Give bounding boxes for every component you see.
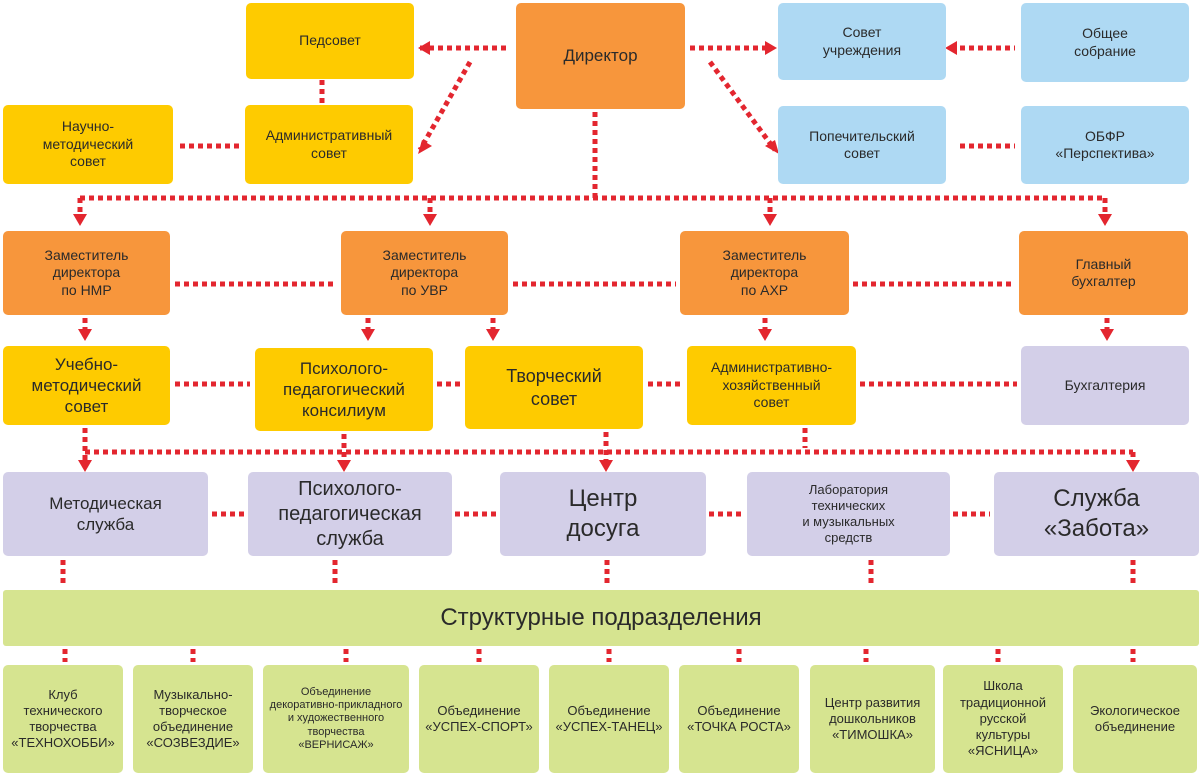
administrative-council-box[interactable]: Административный совет [245, 105, 413, 184]
arrowhead [337, 460, 351, 472]
unit-sozvezdie[interactable]: Музыкально- творческое объединение «СОЗВ… [133, 665, 253, 773]
arrowhead [486, 329, 500, 341]
arrowhead [73, 214, 87, 226]
deputy-ahr-box[interactable]: Заместитель директора по АХР [680, 231, 849, 315]
admin-economic-council-box[interactable]: Административно- хозяйственный совет [687, 346, 856, 425]
laboratory-box[interactable]: Лаборатория технических и музыкальных ср… [747, 472, 950, 556]
creative-council-box[interactable]: Творческий совет [465, 346, 643, 429]
unit-uspeh-sport[interactable]: Объединение «УСПЕХ-СПОРТ» [419, 665, 539, 773]
connector-line [707, 60, 778, 152]
arrowhead [758, 329, 772, 341]
obfr-perspektiva-box[interactable]: ОБФР «Перспектива» [1021, 106, 1189, 184]
arrowhead [765, 140, 779, 154]
arrowhead [418, 41, 430, 55]
arrowhead [765, 41, 777, 55]
accounting-box[interactable]: Бухгалтерия [1021, 346, 1189, 425]
care-service-box[interactable]: Служба «Забота» [994, 472, 1199, 556]
institution-council-box[interactable]: Совет учреждения [778, 3, 946, 80]
arrowhead [945, 41, 957, 55]
educational-methodical-council-box[interactable]: Учебно- методический совет [3, 346, 170, 425]
scientific-methodical-council-box[interactable]: Научно- методический совет [3, 105, 173, 184]
unit-yasnitsa[interactable]: Школа традиционной русской культуры «ЯСН… [943, 665, 1063, 773]
unit-vernisazh[interactable]: Объединение декоративно-прикладного и ху… [263, 665, 409, 773]
unit-tochka-rosta[interactable]: Объединение «ТОЧКА РОСТА» [679, 665, 799, 773]
arrowhead [1098, 214, 1112, 226]
psych-ped-consilium-box[interactable]: Психолого- педагогический консилиум [255, 348, 433, 431]
unit-timoshka[interactable]: Центр развития дошкольников «ТИМОШКА» [810, 665, 935, 773]
pedsovet-box[interactable]: Педсовет [246, 3, 414, 79]
unit-uspeh-tanets[interactable]: Объединение «УСПЕХ-ТАНЕЦ» [549, 665, 669, 773]
psych-ped-service-box[interactable]: Психолого- педагогическая служба [248, 472, 452, 556]
methodical-service-box[interactable]: Методическая служба [3, 472, 208, 556]
arrowhead [78, 329, 92, 341]
general-meeting-box[interactable]: Общее собрание [1021, 3, 1189, 82]
structural-units-banner: Структурные подразделения [3, 590, 1199, 646]
chief-accountant-box[interactable]: Главный бухгалтер [1019, 231, 1188, 315]
unit-technohobby[interactable]: Клуб технического творчества «ТЕХНОХОББИ… [3, 665, 123, 773]
arrowhead [78, 460, 92, 472]
director-box[interactable]: Директор [516, 3, 685, 109]
board-of-trustees-box[interactable]: Попечительский совет [778, 106, 946, 184]
arrowhead [418, 140, 432, 154]
deputy-nmr-box[interactable]: Заместитель директора по НМР [3, 231, 170, 315]
unit-ecological[interactable]: Экологическое объединение [1073, 665, 1197, 773]
arrowhead [1126, 460, 1140, 472]
arrowhead [361, 329, 375, 341]
arrowhead [423, 214, 437, 226]
connector-line [417, 60, 473, 152]
arrowhead [1100, 329, 1114, 341]
arrowhead [763, 214, 777, 226]
deputy-uvr-box[interactable]: Заместитель директора по УВР [341, 231, 508, 315]
arrowhead [599, 460, 613, 472]
leisure-center-box[interactable]: Центр досуга [500, 472, 706, 556]
